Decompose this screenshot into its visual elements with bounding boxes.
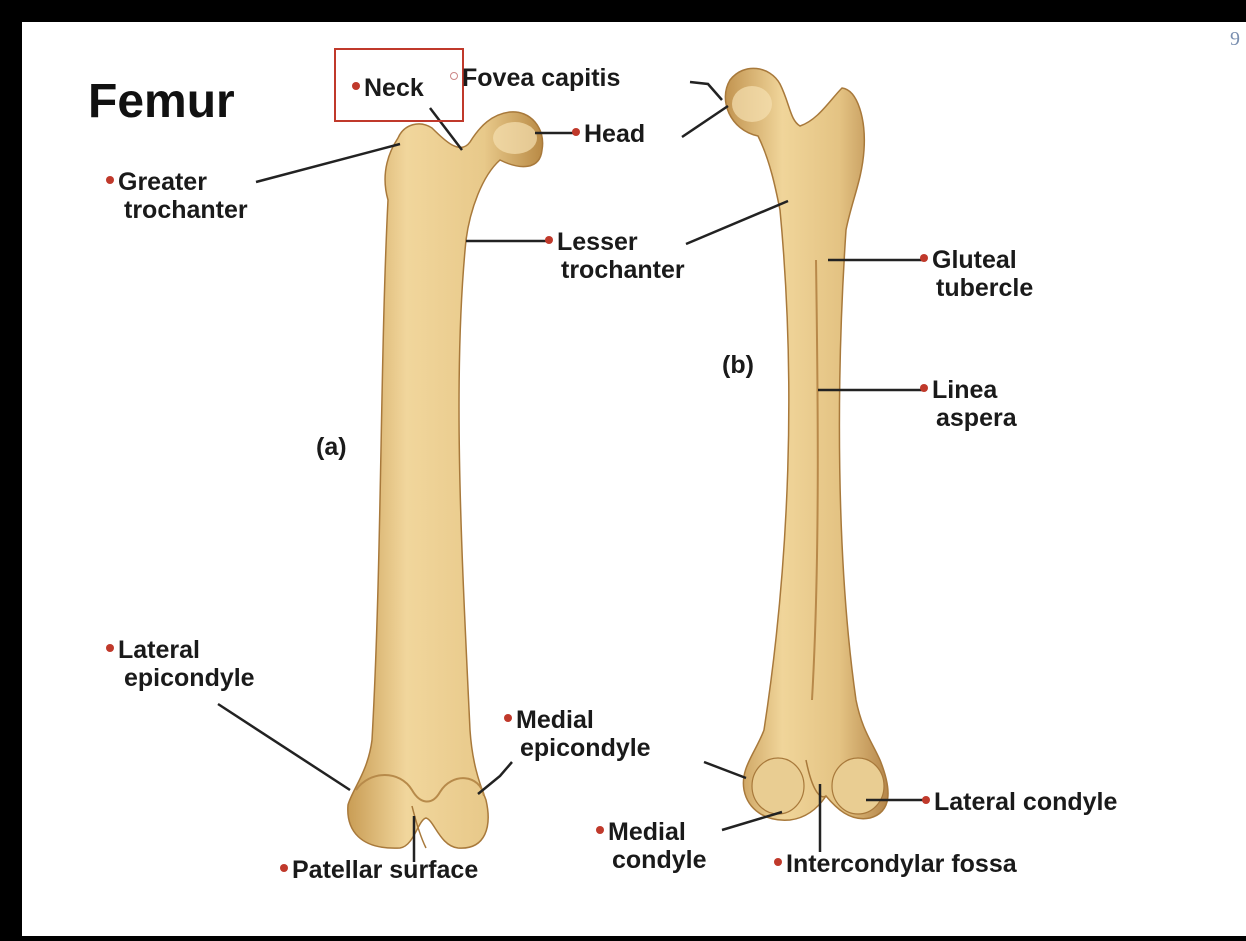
label-fovea-capitis: Fovea capitis [450,64,620,92]
bullet-dot [106,176,114,184]
femur-anterior-head-highlight [493,122,537,154]
label-lesser-trochanter: Lesser trochanter [545,228,685,284]
femur-posterior-medial-condyle [752,758,804,814]
leader-fovea [690,82,722,100]
bullet-dot [596,826,604,834]
femur-posterior [725,68,888,820]
bullet-dot [572,128,580,136]
leader-medial-epicondyle-b [704,762,746,778]
label-patellar-surface: Patellar surface [280,856,478,884]
label-greater-trochanter: Greater trochanter [106,168,248,224]
leader-head-b [682,106,728,137]
bullet-dot [504,714,512,722]
bullet-dot [280,864,288,872]
bullet-dot [920,254,928,262]
label-linea-aspera: Linea aspera [920,376,1017,432]
label-head: Head [572,120,645,148]
leader-medial-epicondyle-a [478,762,512,794]
bullet-dot [352,82,360,90]
diagram-title: Femur [88,74,235,129]
femur-posterior-head-highlight [732,86,772,122]
label-intercondylar-fossa: Intercondylar fossa [774,850,1017,878]
leader-lesser-trochanter-b [686,201,788,244]
view-label-posterior: (b) [722,351,754,379]
label-neck: Neck [352,74,424,102]
label-lateral-condyle: Lateral condyle [922,788,1117,816]
corner-page-mark: 9 [1230,28,1240,51]
view-label-anterior: (a) [316,433,347,461]
label-medial-condyle: Medial condyle [596,818,706,874]
bullet-dot [106,644,114,652]
label-gluteal-tubercle: Gluteal tubercle [920,246,1033,302]
femur-posterior-lateral-condyle [832,758,884,814]
bullet-dot [920,384,928,392]
bullet-dot [774,858,782,866]
bullet-dot [450,72,458,80]
leader-lateral-epicondyle [218,704,350,790]
label-medial-epicondyle: Medial epicondyle [504,706,651,762]
bullet-dot [545,236,553,244]
bullet-dot [922,796,930,804]
femur-posterior-shaft [725,68,888,820]
leader-medial-condyle [722,812,782,830]
leader-greater-trochanter [256,144,400,182]
label-lateral-epicondyle: Lateral epicondyle [106,636,255,692]
